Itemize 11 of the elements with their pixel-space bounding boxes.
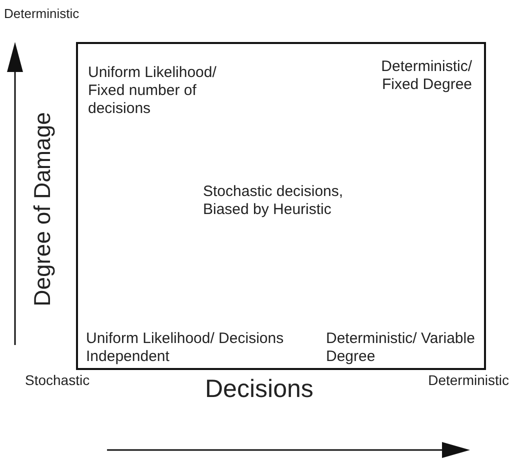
quadrant-label: Deterministic/ Fixed Degree bbox=[380, 58, 472, 94]
axis-label: Deterministic bbox=[428, 371, 509, 390]
quadrant-box bbox=[76, 42, 486, 370]
quadrant-label: Uniform Likelihood/ Decisions Independent bbox=[86, 330, 285, 366]
quadrant-label: Stochastic decisions, Biased by Heuristic bbox=[203, 183, 344, 219]
axis-label: Deterministic bbox=[4, 5, 80, 23]
quadrant-label: Uniform Likelihood/ Fixed number of decisions bbox=[88, 64, 218, 118]
axis-title: Degree of Damage bbox=[28, 111, 56, 308]
axis-title: Decisions bbox=[205, 374, 314, 405]
quadrant-label: Deterministic/ Variable Degree bbox=[326, 330, 476, 366]
axis-label: Stochastic bbox=[25, 371, 90, 390]
